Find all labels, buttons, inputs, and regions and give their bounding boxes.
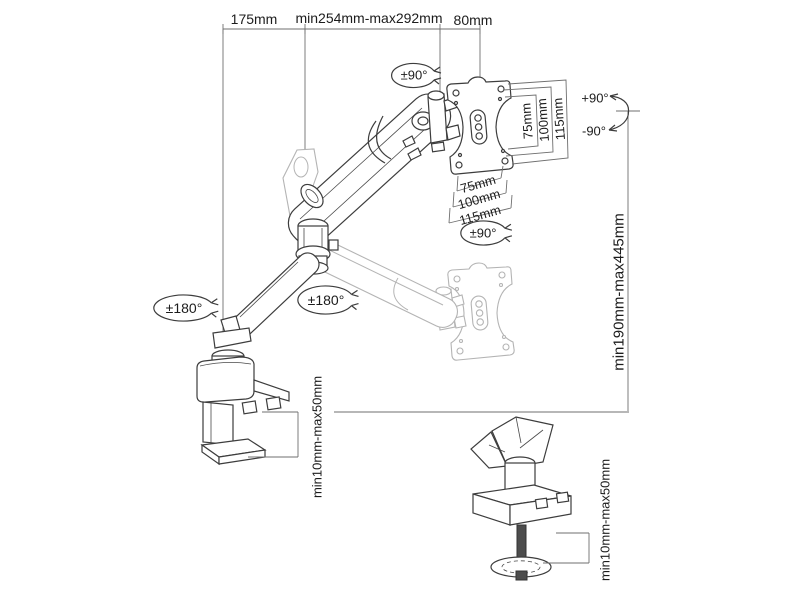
vesa-vertical-75: 75mm	[518, 102, 536, 140]
desk-clamp	[196, 349, 290, 466]
clamp-dimension	[248, 411, 299, 458]
tilt-down-angle: -90°	[582, 123, 606, 139]
head-width-dimension: 80mm	[453, 12, 493, 28]
tilt-up-angle: +90°	[581, 90, 609, 106]
vesa-vertical-115: 115mm	[550, 97, 568, 141]
arm-length-dimension: 175mm	[230, 11, 278, 27]
clamp-thickness-dimension: min10mm-max50mm	[309, 375, 325, 499]
plate-rotation-angle: ±90°	[469, 225, 497, 241]
rotation-arrows	[153, 62, 513, 322]
grommet-mount-detail	[470, 416, 590, 581]
head-tilt-joint	[402, 90, 461, 161]
vesa-vertical-100: 100mm	[534, 97, 552, 143]
ghost-spring-arm	[301, 236, 459, 328]
vesa-side-brackets	[502, 79, 569, 165]
lower-arm	[212, 252, 320, 349]
extension-range-dimension: min254mm-max292mm	[295, 10, 443, 26]
upper-spring-arm	[287, 93, 452, 246]
head-swivel-angle: ±90°	[400, 67, 428, 83]
elbow-rotation-angle: ±180°	[307, 292, 345, 308]
height-dimension-line	[334, 93, 640, 413]
base-rotation-angle: ±180°	[165, 300, 203, 316]
grommet-thickness-dimension: min10mm-max50mm	[597, 458, 613, 582]
vesa-bottom-brackets	[448, 165, 513, 224]
height-range-dimension: min190mm-max445mm	[610, 213, 628, 371]
